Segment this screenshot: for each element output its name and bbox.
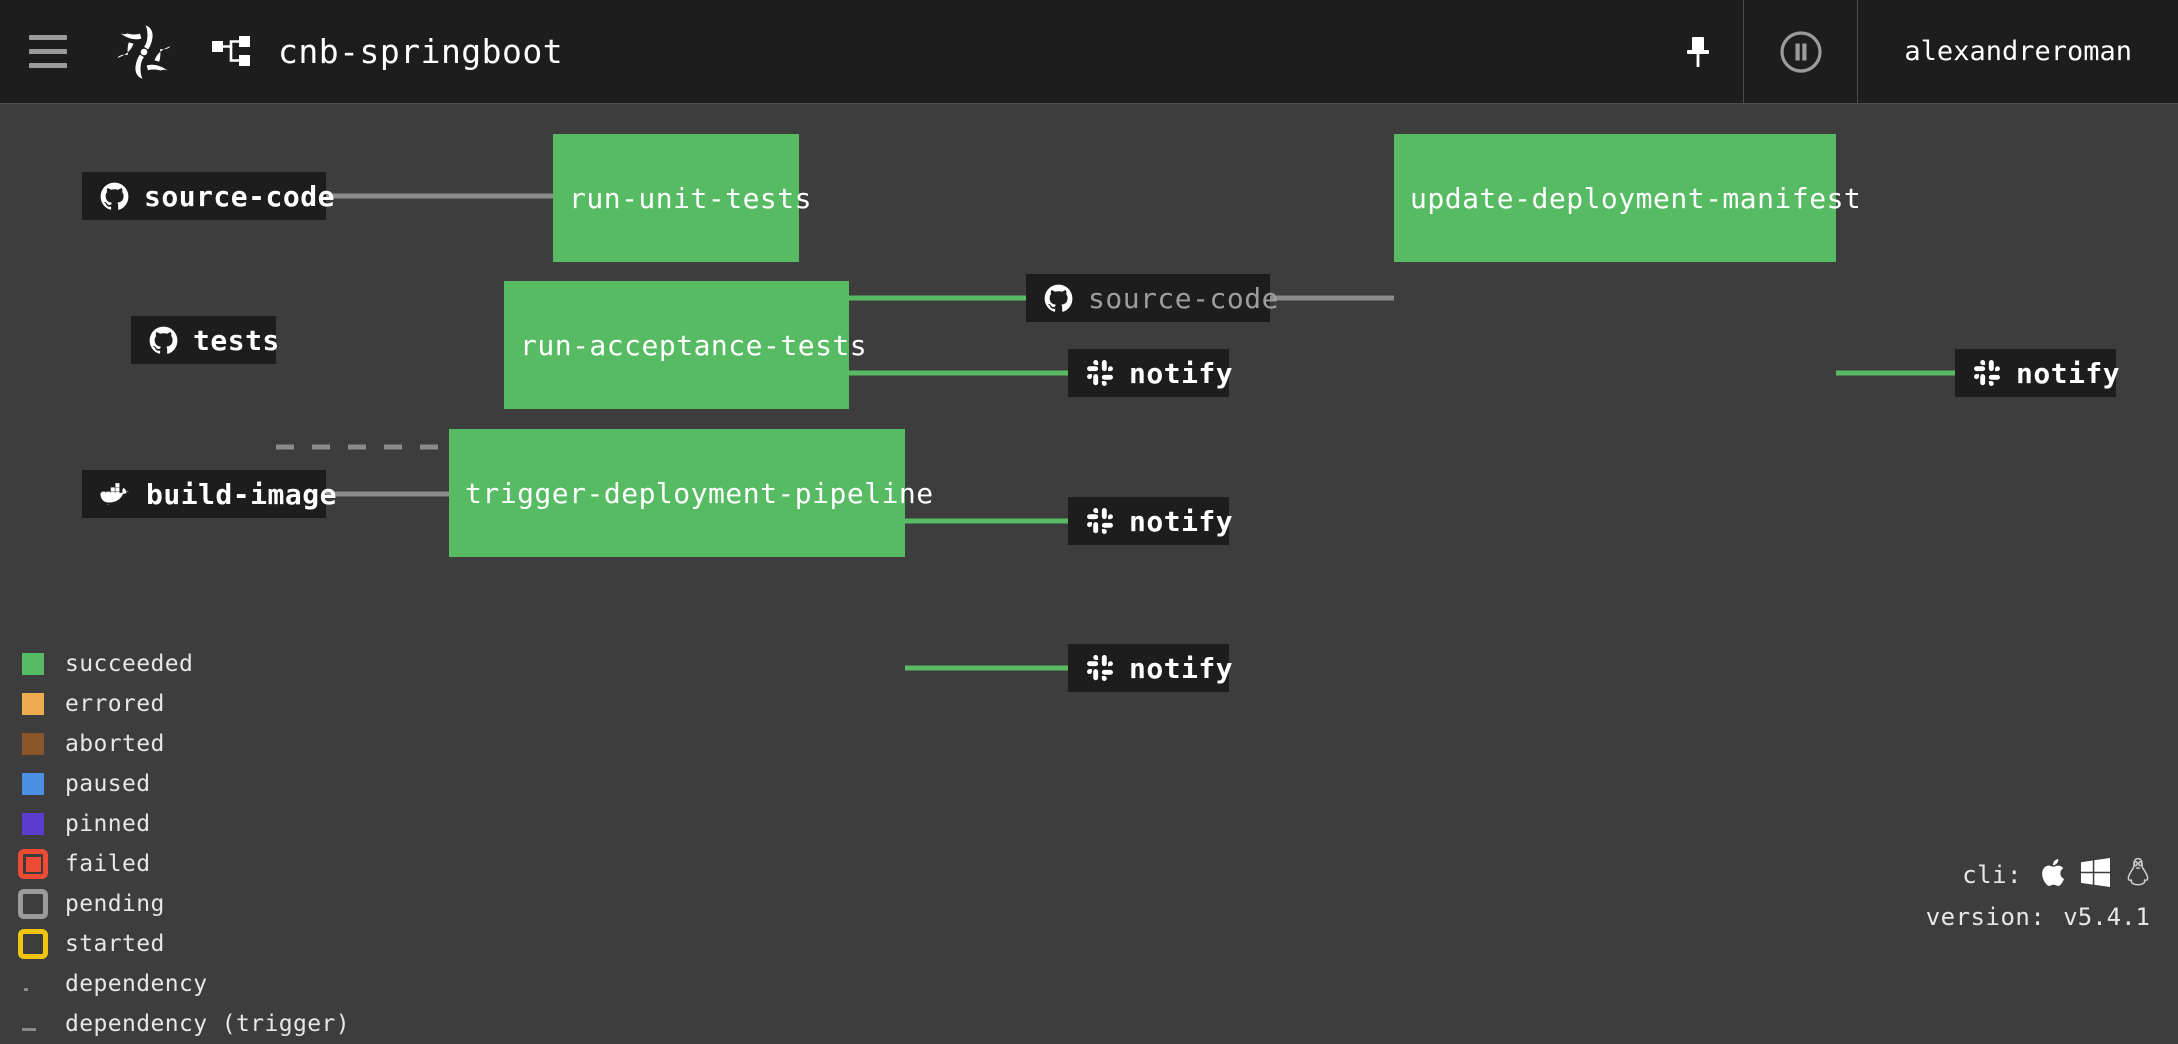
legend-item-aborted: aborted [22,724,350,764]
cli-label: cli: [1962,861,2022,889]
cli-row: cli: [1926,854,2150,896]
legend-item-dependency: dependency [22,964,350,1004]
legend-swatch [22,773,44,795]
legend-swatch [22,813,44,835]
legend: succeeded errored aborted paused pinned faile… [18,644,350,1044]
slack-icon [1086,359,1114,387]
slack-icon [1973,359,2001,387]
legend-item-errored: errored [22,684,350,724]
node-label: build-image [146,477,337,511]
legend-dashed-line [22,1013,44,1035]
legend-label: dependency (trigger) [65,1011,350,1037]
page-title: cnb-springboot [278,32,564,71]
legend-swatch [22,653,44,675]
legend-label: pending [65,891,165,917]
legend-label: started [65,931,165,957]
pause-pipeline-button[interactable] [1743,0,1859,103]
node-label: notify [1129,356,1234,390]
legend-label: aborted [65,731,165,757]
resource-node-notify[interactable]: notify [1068,644,1233,692]
github-icon [1044,284,1073,313]
node-label: run-unit-tests [569,181,813,215]
job-node-run-acceptance-tests[interactable]: run-acceptance-tests [504,281,867,409]
user-menu[interactable]: alexandreroman [1858,0,2178,103]
slack-icon [1086,654,1114,682]
linux-icon[interactable] [2126,857,2150,893]
legend-item-dependency-trigger-: dependency (trigger) [22,1004,350,1044]
version-value: v5.4.1 [2063,903,2150,931]
github-icon [149,326,178,355]
legend-swatch [22,693,44,715]
resource-node-source-code[interactable]: source-code [82,172,334,220]
legend-label: pinned [65,811,151,837]
node-label: run-acceptance-tests [520,328,868,362]
job-node-trigger-deployment-pipeline[interactable]: trigger-deployment-pipeline [449,429,933,557]
node-label: source-code [1088,281,1279,315]
job-node-update-deployment-manifest[interactable]: update-deployment-manifest [1394,134,1861,262]
username-label: alexandreroman [1904,36,2132,67]
footer-info: cli: [1926,854,2150,938]
apple-icon[interactable] [2040,858,2065,893]
legend-item-started: started [18,924,350,964]
pause-circle-icon [1780,30,1822,73]
legend-solid-line [22,973,44,995]
resource-node-source-code[interactable]: source-code [1026,274,1278,322]
slack-icon [1086,507,1114,535]
resource-node-build-image[interactable]: build-image [82,470,336,518]
top-bar: cnb-springboot alexandreroman [0,0,2178,104]
concourse-logo-icon[interactable] [96,0,192,103]
hamburger-menu-icon[interactable] [0,0,96,103]
legend-item-succeeded: succeeded [22,644,350,684]
legend-label: succeeded [65,651,194,677]
node-label: update-deployment-manifest [1410,181,1862,215]
docker-icon [100,481,131,507]
version-row: version: v5.4.1 [1926,896,2150,938]
pipeline-tree-icon [192,0,270,103]
topbar-spacer [563,0,1653,103]
windows-icon[interactable] [2081,857,2110,893]
node-label: source-code [144,179,335,213]
resource-node-notify[interactable]: notify [1068,349,1233,397]
legend-label: errored [65,691,165,717]
legend-item-pinned: pinned [22,804,350,844]
github-icon [100,182,129,211]
cli-icons [2040,857,2150,893]
legend-label: paused [65,771,151,797]
legend-label: dependency [65,971,208,997]
legend-item-paused: paused [22,764,350,804]
node-label: notify [2016,356,2121,390]
resource-node-notify[interactable]: notify [1068,497,1233,545]
legend-item-failed: failed [18,844,350,884]
node-label: trigger-deployment-pipeline [465,476,934,510]
node-label: notify [1129,504,1234,538]
legend-swatch [22,733,44,755]
resource-node-notify[interactable]: notify [1955,349,2120,397]
legend-swatch-ring [18,849,48,879]
job-node-run-unit-tests[interactable]: run-unit-tests [553,134,812,262]
legend-swatch-ring [18,929,48,959]
legend-swatch-ring [18,889,48,919]
version-label: version: [1925,903,2046,931]
pipeline-canvas[interactable]: source-code run-unit-tests source-code upda… [0,104,2178,1037]
node-label: notify [1129,651,1234,685]
node-label: tests [193,323,280,357]
legend-item-pending: pending [18,884,350,924]
resource-node-tests[interactable]: tests [131,316,279,364]
pin-icon[interactable] [1653,0,1743,103]
legend-label: failed [65,851,151,877]
